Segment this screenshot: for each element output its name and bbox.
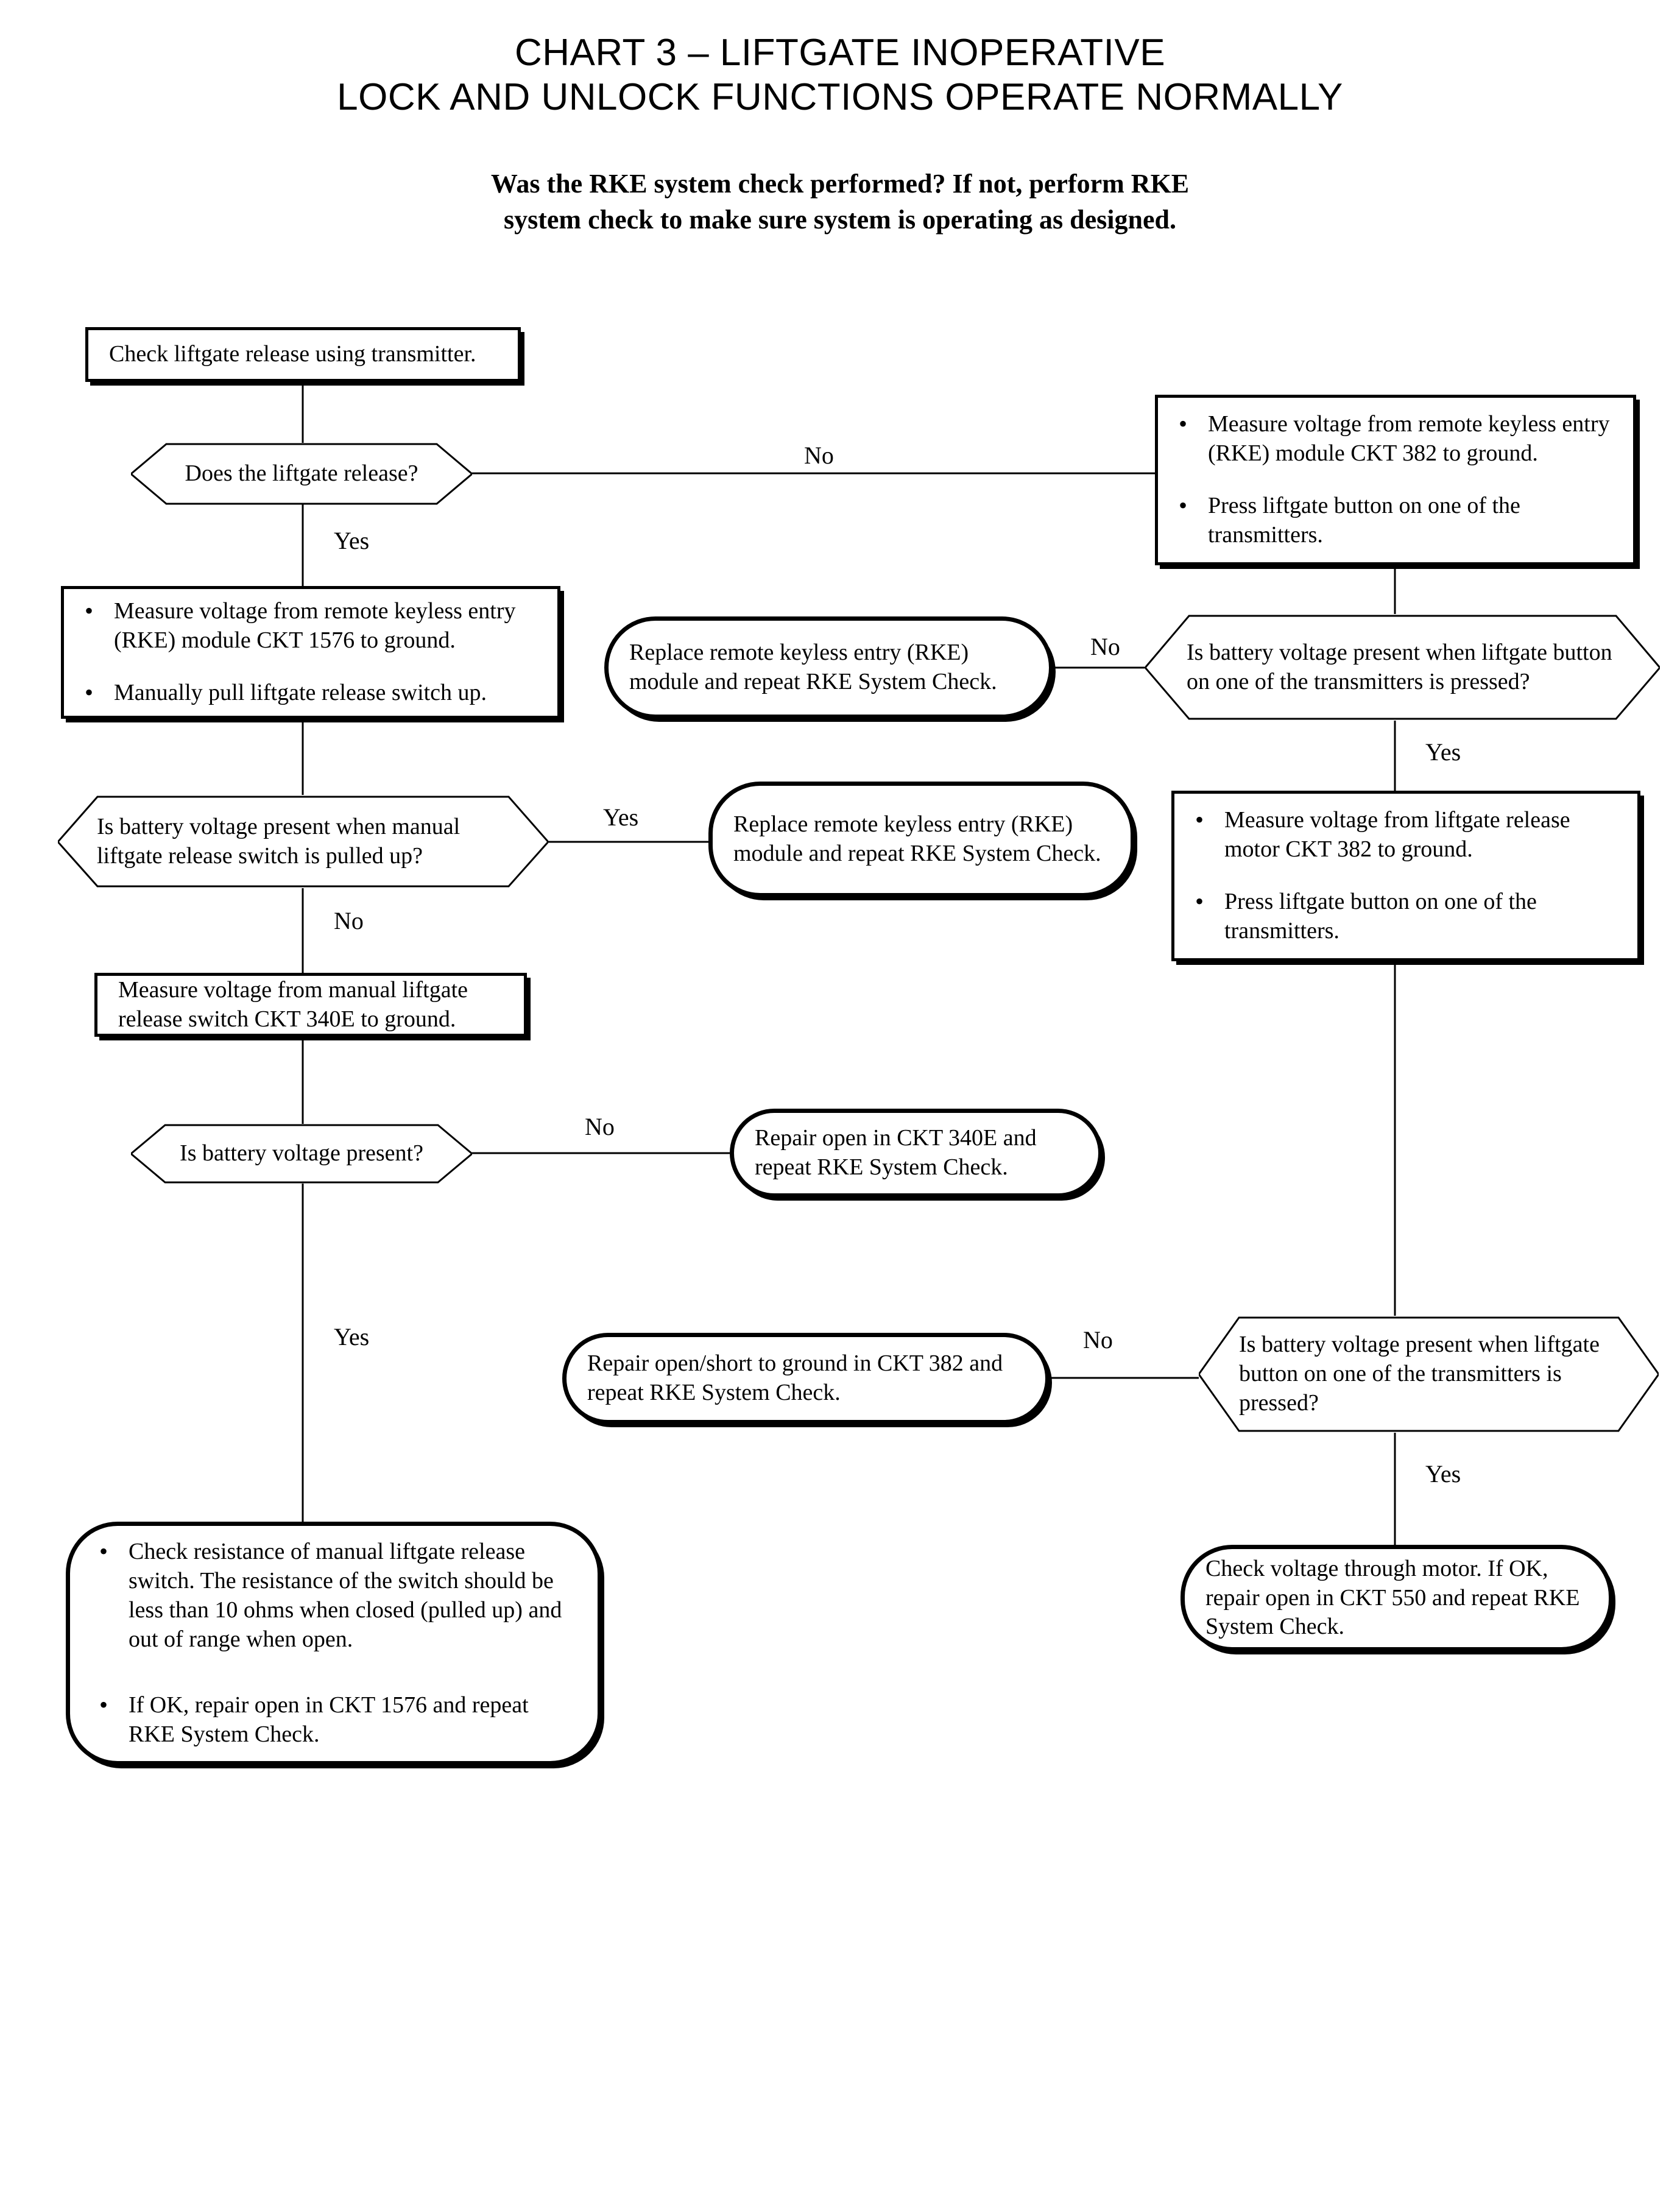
node-does-liftgate-release[interactable]: Does the liftgate release?: [131, 443, 472, 505]
edge-label-yes-n14: Yes: [1425, 1460, 1461, 1488]
node-text: Repair open in CKT 340E and repeat RKE S…: [755, 1125, 1037, 1180]
node-repair-open-short-ckt382[interactable]: Repair open/short to ground in CKT 382 a…: [562, 1333, 1050, 1424]
edge-label-no-n14: No: [1083, 1326, 1113, 1354]
bullet-item: Measure voltage from liftgate release mo…: [1190, 805, 1617, 864]
node-measure-motor-ckt382[interactable]: Measure voltage from liftgate release mo…: [1171, 791, 1640, 961]
hexagon-shape: [131, 443, 472, 505]
edge-label-no-n7: No: [334, 907, 364, 934]
title-line-1: CHART 3 – LIFTGATE INOPERATIVE: [514, 32, 1166, 74]
edge-label-yes-n2: Yes: [334, 527, 370, 554]
bullet-item: Press liftgate button on one of the tran…: [1190, 886, 1617, 946]
subtitle-line-2: system check to make sure system is oper…: [503, 205, 1177, 235]
node-battery-voltage-liftgate-button-a[interactable]: Is battery voltage present when liftgate…: [1145, 614, 1660, 721]
bullet-list: Measure voltage from liftgate release mo…: [1190, 805, 1617, 946]
node-text: Replace remote keyless entry (RKE) modul…: [629, 640, 997, 694]
node-text: Does the liftgate release?: [185, 461, 418, 487]
node-text: Is battery voltage present when liftgate…: [1187, 639, 1612, 694]
bullet-item: Press liftgate button on one of the tran…: [1174, 490, 1612, 550]
hexagon-shape: [58, 795, 548, 888]
bullet-list: Check resistance of manual liftgate rele…: [94, 1536, 565, 1749]
page-subtitle: Was the RKE system check performed? If n…: [0, 166, 1680, 238]
hexagon-shape: [131, 1124, 472, 1184]
node-battery-voltage-liftgate-button-b[interactable]: Is battery voltage present when liftgate…: [1199, 1316, 1659, 1433]
node-text: Is battery voltage present?: [180, 1140, 423, 1167]
node-check-voltage-through-motor[interactable]: Check voltage through motor. If OK, repa…: [1181, 1545, 1613, 1651]
edge-label-yes-n6: Yes: [1425, 738, 1461, 766]
subtitle-line-1: Was the RKE system check performed? If n…: [490, 169, 1190, 199]
node-text: Repair open/short to ground in CKT 382 a…: [587, 1350, 1003, 1405]
node-text: Is battery voltage present when manual l…: [97, 813, 461, 869]
page-title: CHART 3 – LIFTGATE INOPERATIVE LOCK AND …: [0, 30, 1680, 119]
node-text: Replace remote keyless entry (RKE) modul…: [733, 811, 1101, 866]
node-text: Check voltage through motor. If OK, repa…: [1205, 1555, 1580, 1640]
node-repair-open-ckt340e[interactable]: Repair open in CKT 340E and repeat RKE S…: [730, 1109, 1103, 1198]
bullet-item: Manually pull liftgate release switch up…: [80, 677, 537, 708]
bullet-item: Measure voltage from remote keyless entr…: [80, 596, 537, 655]
node-battery-voltage-present[interactable]: Is battery voltage present?: [131, 1124, 472, 1184]
node-text: Measure voltage from manual liftgate rel…: [118, 976, 468, 1032]
node-text: Is battery voltage present when liftgate…: [1239, 1332, 1600, 1416]
edge-label-no-n11: No: [585, 1113, 615, 1140]
node-replace-rke-module-a[interactable]: Replace remote keyless entry (RKE) modul…: [604, 616, 1053, 719]
node-measure-rke-ckt1576[interactable]: Measure voltage from remote keyless entr…: [61, 586, 560, 719]
bullet-list: Measure voltage from remote keyless entr…: [80, 596, 537, 708]
edge-label-yes-n7: Yes: [603, 803, 639, 831]
node-replace-rke-module-b[interactable]: Replace remote keyless entry (RKE) modul…: [708, 782, 1135, 897]
hexagon-shape: [1199, 1316, 1659, 1433]
node-text: Check liftgate release using transmitter…: [109, 341, 476, 367]
edge-label-yes-n11: Yes: [334, 1323, 370, 1350]
node-check-resistance-manual-switch[interactable]: Check resistance of manual liftgate rele…: [66, 1522, 602, 1765]
bullet-item: Check resistance of manual liftgate rele…: [94, 1536, 565, 1654]
hexagon-shape: [1145, 614, 1660, 721]
edge-label-no-n6: No: [1090, 633, 1120, 660]
node-check-liftgate-release[interactable]: Check liftgate release using transmitter…: [85, 327, 521, 382]
node-battery-voltage-manual-switch[interactable]: Is battery voltage present when manual l…: [58, 795, 548, 888]
edge-label-no-n2: No: [804, 442, 834, 469]
bullet-list: Measure voltage from remote keyless entr…: [1174, 409, 1612, 550]
node-measure-rke-ckt382[interactable]: Measure voltage from remote keyless entr…: [1155, 395, 1636, 565]
bullet-item: If OK, repair open in CKT 1576 and repea…: [94, 1690, 565, 1749]
title-line-2: LOCK AND UNLOCK FUNCTIONS OPERATE NORMAL…: [337, 76, 1343, 119]
bullet-item: Measure voltage from remote keyless entr…: [1174, 409, 1612, 468]
node-measure-manual-switch-ckt340e[interactable]: Measure voltage from manual liftgate rel…: [94, 973, 527, 1037]
